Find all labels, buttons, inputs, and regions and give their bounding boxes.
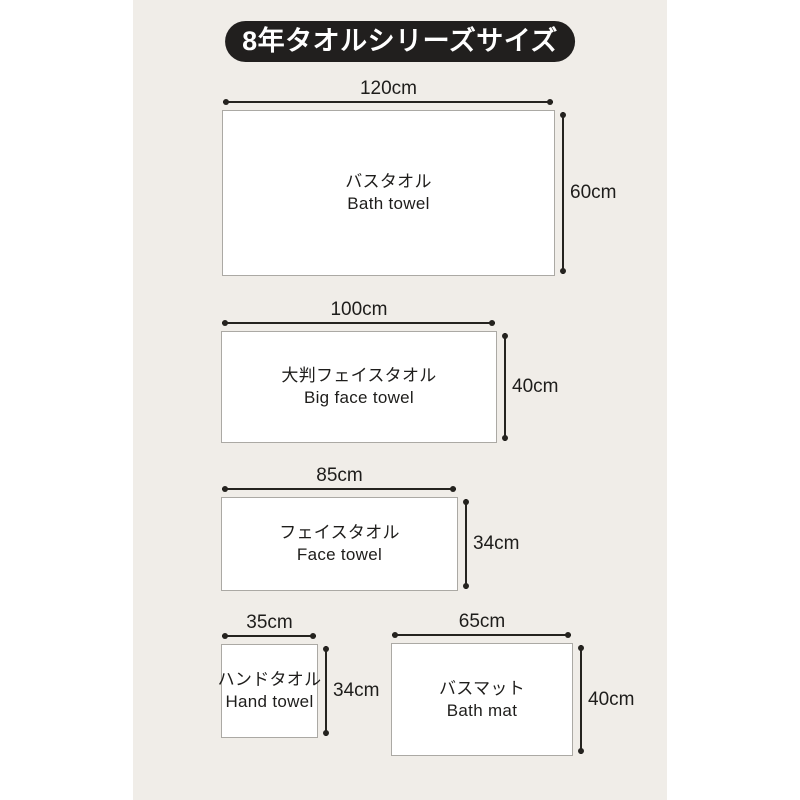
towel-name-en: Face towel	[296, 545, 383, 564]
height-dimension-label: 34cm	[473, 533, 520, 554]
height-dimension-line	[323, 646, 329, 736]
towel-name-jp: バスマット	[439, 678, 525, 698]
towel-name-en: Bath mat	[446, 700, 518, 720]
width-dimension-line	[392, 632, 571, 638]
width-dimension-label: 120cm	[359, 78, 418, 99]
towel-rectangle: バスマット Bath mat	[391, 643, 573, 756]
towel-diagram-bath-mat: 65cm 40cm バスマット Bath mat	[391, 611, 634, 756]
size-chart-panel: 8年タオルシリーズサイズ 120cm 60cm バスタオル Bath towel…	[133, 0, 667, 800]
towel-name-en: Bath towel	[347, 194, 430, 213]
title-badge: 8年タオルシリーズサイズ	[225, 21, 575, 62]
towel-name-en: Big face towel	[303, 388, 415, 407]
height-dimension-label: 34cm	[333, 680, 380, 701]
towel-rectangle: 大判フェイスタオル Big face towel	[221, 331, 497, 443]
towel-name-en: Hand towel	[225, 692, 314, 711]
width-dimension-line	[222, 486, 456, 492]
height-dimension-line	[560, 112, 566, 274]
towel-name-jp: 大判フェイスタオル	[281, 366, 437, 385]
width-dimension-label: 100cm	[330, 299, 388, 320]
towel-diagram-face-towel: 85cm 34cm フェイスタオル Face towel	[221, 465, 519, 591]
width-dimension-line	[223, 99, 553, 105]
width-dimension-label: 85cm	[316, 465, 363, 486]
width-dimension-label: 35cm	[246, 612, 293, 633]
height-dimension-label: 40cm	[588, 688, 635, 710]
towel-diagram-big-face-towel: 100cm 40cm 大判フェイスタオル Big face towel	[221, 299, 558, 443]
towel-name-jp: ハンドタオル	[217, 670, 322, 689]
towel-name-jp: フェイスタオル	[279, 523, 400, 542]
towel-diagram-bath-towel: 120cm 60cm バスタオル Bath towel	[222, 78, 616, 276]
towel-rectangle: ハンドタオル Hand towel	[218, 644, 321, 738]
towel-rectangle: フェイスタオル Face towel	[221, 497, 458, 591]
width-dimension-line	[222, 633, 316, 639]
width-dimension-label: 65cm	[458, 611, 506, 632]
height-dimension-line	[463, 499, 469, 589]
towel-name-jp: バスタオル	[345, 172, 432, 191]
towel-diagram-hand-towel: 35cm 34cm ハンドタオル Hand towel	[218, 612, 379, 738]
width-dimension-line	[222, 320, 495, 326]
page-title: 8年タオルシリーズサイズ	[242, 26, 558, 56]
height-dimension-label: 60cm	[570, 182, 617, 203]
height-dimension-label: 40cm	[512, 376, 559, 397]
towel-rectangle: バスタオル Bath towel	[222, 110, 555, 276]
height-dimension-line	[578, 645, 584, 754]
height-dimension-line	[502, 333, 508, 441]
